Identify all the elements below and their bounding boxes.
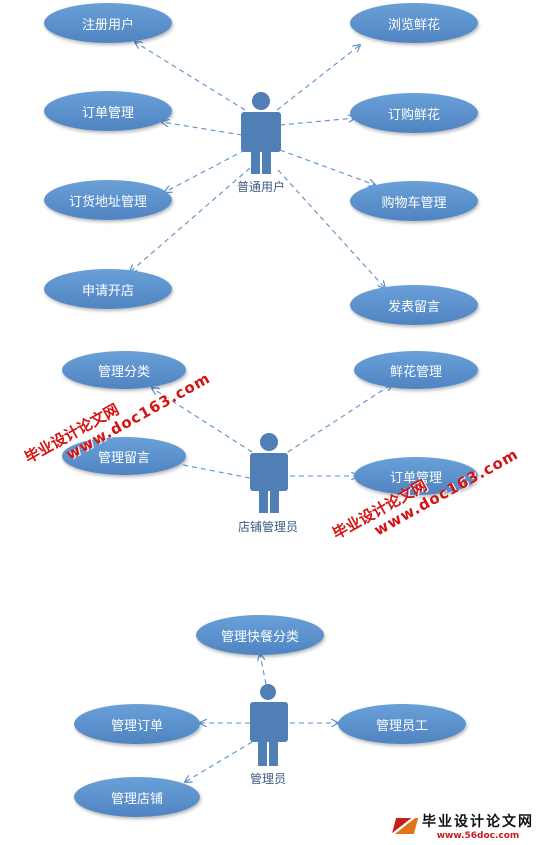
logo-url: www.56doc.com (436, 831, 520, 841)
usecase-shop-order-management: 订单管理 (354, 457, 478, 495)
edge-admin-shop (185, 741, 253, 782)
usecase-apply-shop: 申请开店 (44, 269, 172, 309)
edge-user-cart (279, 149, 375, 185)
usecase-register-user: 注册用户 (44, 3, 172, 43)
usecase-browse-flowers: 浏览鲜花 (350, 3, 478, 43)
edge-shop-comment (168, 462, 251, 479)
usecase-order-flowers: 订购鲜花 (350, 93, 478, 133)
actor-icon-user (241, 92, 281, 174)
edge-user-address (165, 149, 246, 192)
usecase-address-management: 订货地址管理 (44, 180, 172, 220)
edge-shop-flower (287, 384, 392, 453)
actor-label-admin: 管理员 (249, 772, 287, 786)
usecase-manage-orders: 管理订单 (74, 704, 200, 744)
edge-user-order (162, 122, 243, 136)
usecase-manage-fastfood-category: 管理快餐分类 (196, 615, 324, 655)
actor-label-user: 普通用户 (236, 180, 286, 194)
edge-user-buy (279, 118, 355, 126)
usecase-order-management: 订单管理 (44, 91, 172, 131)
actor-label-shop-admin: 店铺管理员 (237, 520, 299, 534)
logo-title: 毕业设计论文网 (422, 814, 534, 830)
usecase-manage-comments: 管理留言 (62, 437, 186, 475)
usecase-cart-management: 购物车管理 (350, 181, 478, 221)
usecase-manage-staff: 管理员工 (338, 704, 466, 744)
usecase-manage-category: 管理分类 (62, 351, 186, 389)
actor-icon-shop-admin (250, 433, 288, 513)
site-logo: 毕业设计论文网 www.56doc.com (366, 811, 534, 841)
edge-user-register (135, 42, 246, 111)
actor-icon-admin (250, 684, 288, 766)
usecase-flower-management: 鲜花管理 (354, 351, 478, 389)
logo-icon (391, 818, 419, 834)
edge-shop-category (152, 388, 253, 453)
usecase-post-comment: 发表留言 (350, 285, 478, 325)
usecase-manage-shops: 管理店铺 (74, 777, 200, 817)
